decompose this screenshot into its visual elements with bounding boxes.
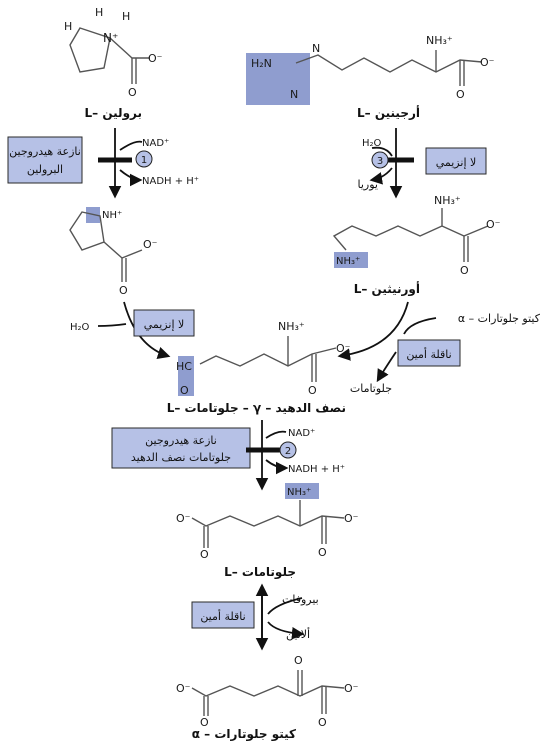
- gsa-hc: HC: [176, 360, 192, 373]
- nad2-curve: [265, 430, 287, 439]
- transaminase-1-label: ناقلة أمين: [406, 347, 451, 361]
- gsa-dehydrogenase-line2: جلوتامات نصف الدهيد: [131, 451, 231, 464]
- ornithine-carboxylate: O⁻: [486, 218, 501, 231]
- nadh2-label: NADH + H⁺: [288, 464, 345, 475]
- nad1-curve: [119, 140, 143, 151]
- proline-dehydrogenase-line1: نازعة هيدروجين: [9, 145, 81, 158]
- glutamate-structure: NH₃⁺ O⁻ O O⁻ O: [176, 483, 359, 561]
- proline-dehydrogenase-line2: البرولين: [27, 163, 63, 176]
- glutamate-out-label: جلوتامات: [350, 382, 392, 395]
- arginine-name: L– أرجينين: [357, 105, 420, 120]
- urea-curve: [369, 167, 393, 185]
- akg-name: α – كيتو جلوتارات: [192, 727, 296, 742]
- akg-carboxylate-left: O⁻: [176, 682, 191, 695]
- arginine-structure: H₂N N N NH₃⁺ O⁻ O: [246, 34, 495, 105]
- proline-name: L– برولين: [85, 106, 142, 121]
- gsa-nh3: NH₃⁺: [278, 320, 305, 333]
- nonenzymatic-box-1: [425, 147, 487, 175]
- nonenzymatic-1-label: لا إنزيمي: [436, 156, 477, 169]
- transaminase-box-2: [191, 601, 255, 629]
- pyrroline-carboxylate: O⁻: [143, 238, 158, 251]
- proline-structure: N⁺ H H O⁻ O H: [64, 6, 163, 99]
- arginine-carbonyl-o: O: [456, 88, 465, 101]
- akg-keto-o: O: [294, 654, 303, 667]
- step1-badge: [135, 150, 153, 168]
- pyrroline-structure: NH⁺ O⁻ O: [69, 207, 158, 297]
- step1-number: 1: [141, 155, 147, 166]
- akg-o-left: O: [200, 716, 209, 729]
- glutamate-o-right: O: [318, 546, 327, 559]
- glutamate-o-left: O: [200, 548, 209, 561]
- proline-dehydrogenase-box: [7, 136, 83, 184]
- urea-label: يوريا: [358, 178, 378, 191]
- alanine-label: ألانين: [286, 627, 310, 641]
- proline-n-label: N⁺: [103, 31, 118, 45]
- gsa-structure: HC O NH₃⁺ O⁻ O: [176, 320, 351, 397]
- step2-number: 2: [285, 446, 291, 457]
- nadh1-curve: [119, 169, 143, 187]
- step3-number: 3: [377, 156, 383, 167]
- arginine-h2n: H₂N: [251, 57, 272, 70]
- akg-carboxylate-right: O⁻: [344, 682, 359, 695]
- ornithine-to-gsa-arrow: [337, 301, 409, 361]
- h2o1-curve: [371, 146, 393, 157]
- arginine-n: N: [290, 88, 298, 101]
- h2o2-curve: [97, 323, 127, 327]
- gsa-name: L– جلوتامات – γ – نصف الدهيد: [167, 401, 346, 416]
- pyrroline-nh: NH⁺: [102, 210, 122, 221]
- h2o2-label: H₂O: [70, 322, 90, 333]
- glutamate-out-curve: [376, 351, 397, 383]
- proline-carboxylate: O⁻: [148, 52, 163, 65]
- nadh2-curve: [265, 459, 289, 475]
- pyruvate-label: بيروفات: [282, 593, 319, 606]
- pyrroline-carbonyl-o: O: [119, 284, 128, 297]
- ornithine-nh3-alpha: NH₃⁺: [434, 194, 461, 207]
- akg-in-curve: [403, 317, 437, 335]
- glutamate-carboxylate-right: O⁻: [344, 512, 359, 525]
- arginine-nh: N: [312, 42, 320, 55]
- gsa-o: O: [180, 384, 189, 397]
- pyruvate-curve: [267, 597, 303, 615]
- nad1-label: NAD⁺: [142, 138, 169, 149]
- alanine-curve: [267, 621, 305, 640]
- h2o1-label: H₂O: [362, 138, 382, 149]
- transaminase-box-1: [397, 339, 461, 367]
- akg-in-label: α – كيتو جلوتارات: [458, 312, 541, 325]
- step2-badge: [279, 441, 297, 459]
- glutamate-nh3: NH₃⁺: [287, 487, 311, 498]
- gsa-carbonyl-o: O: [308, 384, 317, 397]
- proline-h-ring: H: [64, 20, 72, 33]
- gsa-dehydrogenase-line1: نازعة هيدروجين: [145, 434, 217, 447]
- nadh1-label: NADH + H⁺: [142, 176, 199, 187]
- gsa-dehydrogenase-box: [111, 427, 251, 469]
- pyrroline-to-gsa-arrow: [123, 301, 171, 360]
- glutamate-name: L– جلوتامات: [224, 565, 296, 580]
- proline-carbonyl-o: O: [128, 86, 137, 99]
- akg-structure: O⁻ O O O⁻ O: [176, 654, 359, 729]
- ornithine-nh3: NH₃⁺: [336, 256, 360, 267]
- ornithine-structure: NH₃⁺ NH₃⁺ O⁻ O: [332, 194, 501, 277]
- arginine-carboxylate: O⁻: [480, 56, 495, 69]
- glutamate-carboxylate-left: O⁻: [176, 512, 191, 525]
- proline-h-left: H: [95, 6, 103, 19]
- proline-h-right: H: [122, 10, 130, 23]
- nad2-label: NAD⁺: [288, 428, 315, 439]
- ornithine-name: L– أورنيثين: [354, 281, 420, 297]
- gsa-carboxylate: O⁻: [336, 342, 351, 355]
- step3-badge: [371, 151, 389, 169]
- arginine-nh3: NH₃⁺: [426, 34, 453, 47]
- akg-o-right: O: [318, 716, 327, 729]
- transaminase-2-label: ناقلة أمين: [200, 609, 245, 623]
- nonenzymatic-box-2: [133, 309, 195, 337]
- nonenzymatic-2-label: لا إنزيمي: [144, 318, 185, 331]
- ornithine-carbonyl-o: O: [460, 264, 469, 277]
